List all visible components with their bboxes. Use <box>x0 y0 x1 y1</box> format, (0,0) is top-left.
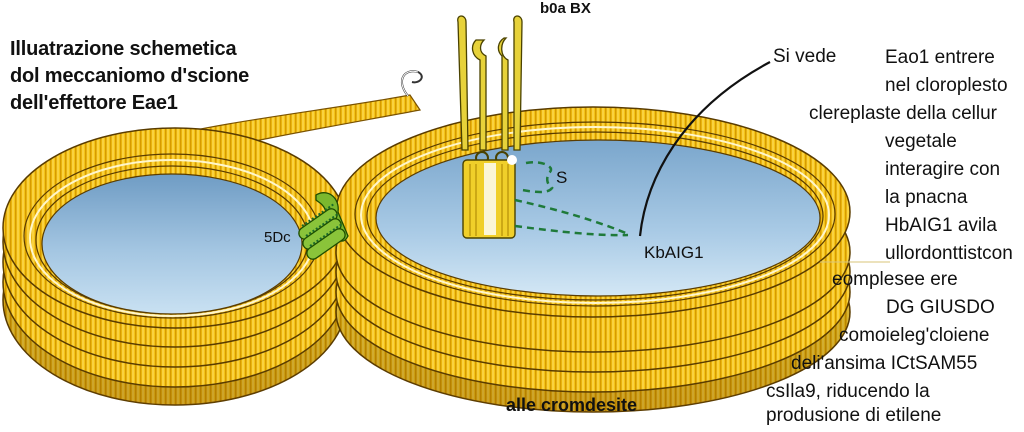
right-lumen <box>375 139 821 297</box>
left-membrane-ring <box>2 127 348 406</box>
description-line: Eao1 entrere <box>885 47 995 68</box>
description-line: la pnacna <box>885 187 968 208</box>
label-target: KbAIG1 <box>644 243 704 262</box>
description-line: comoieleg'cloiene <box>839 325 990 346</box>
description-line: vegetale <box>885 131 957 152</box>
diagram-title: Illuatrazione schemetica dol meccaniomo … <box>10 36 249 117</box>
effector-coil <box>298 192 349 260</box>
title-line: dol meccaniomo d'scione <box>10 65 250 87</box>
description-line: eomplesee ere <box>832 269 958 290</box>
description-line: clereplaste della cellur <box>809 103 997 124</box>
transmembrane-protein <box>457 15 523 239</box>
title-line: Illuatrazione schemetica <box>10 38 237 60</box>
description-line: nel cloroplesto <box>885 75 1008 96</box>
description-line: interagire con <box>885 159 1001 180</box>
description-line: deli'ansima ICtSAM55 <box>791 353 978 374</box>
right-membrane-ring <box>335 106 851 413</box>
description-line: HbAIG1 avila <box>885 215 997 236</box>
description-line: produsione di etilene <box>766 405 942 426</box>
title-line: dell'effettore Eae1 <box>10 92 178 114</box>
label-s: S <box>556 168 568 187</box>
callout-line <box>638 61 771 237</box>
description-line: csIla9, riducendo la <box>766 381 930 402</box>
label-junction: 5Dc <box>264 229 291 246</box>
label-top-protein: b0a BX <box>540 0 591 17</box>
label-bottom: alle cromdesite <box>506 395 638 415</box>
description-line: DG GIUSDO <box>886 297 995 318</box>
left-lumen <box>41 173 303 315</box>
description-line: ullordonttistcon <box>885 243 1013 264</box>
label-callout-start: Si vede <box>773 46 837 67</box>
interaction-dashed-lines <box>514 161 629 237</box>
